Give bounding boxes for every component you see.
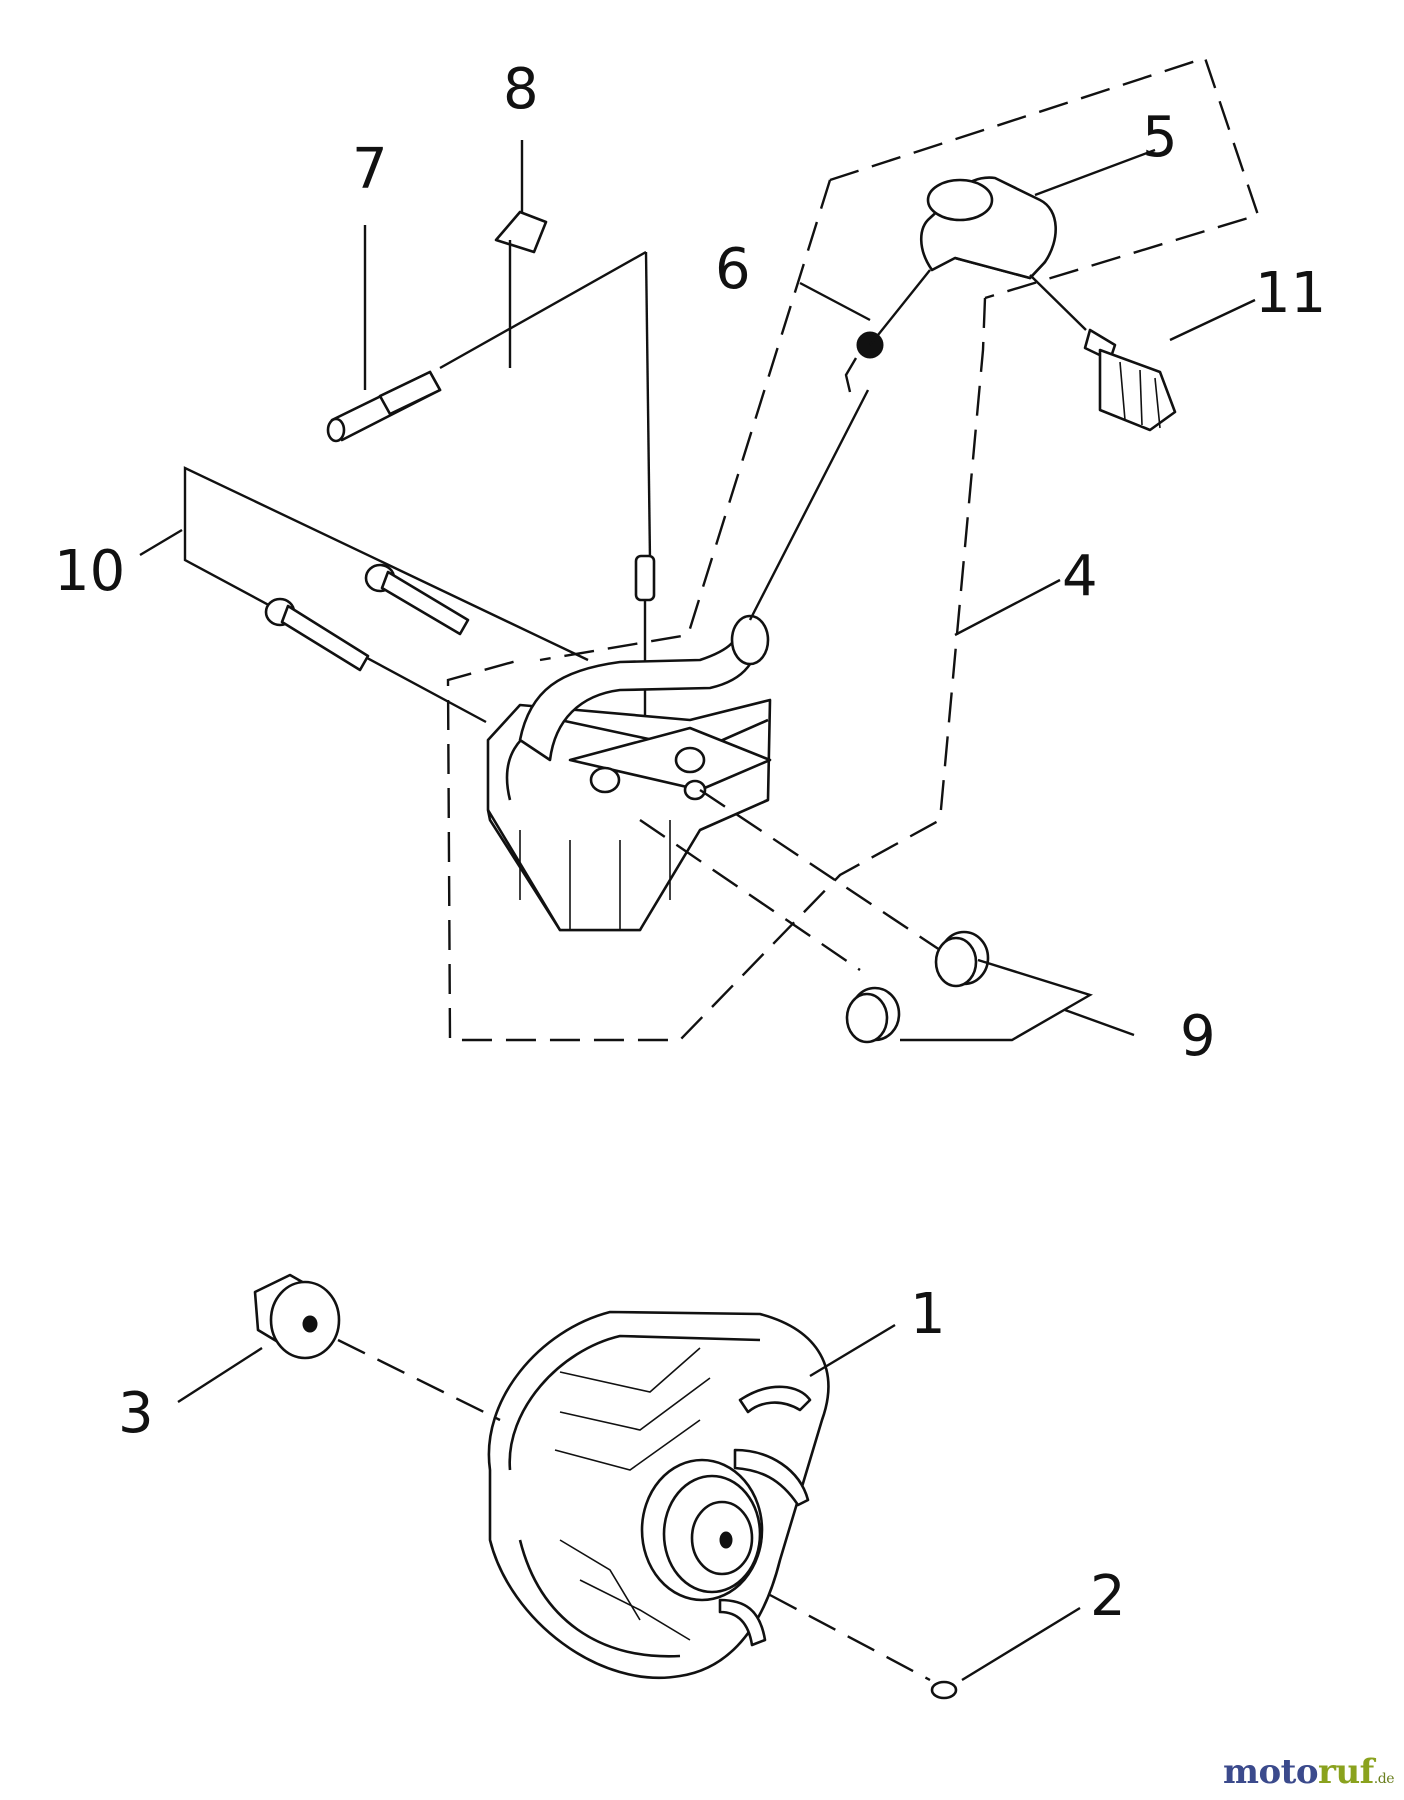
callout-2: 2 (1090, 1564, 1126, 1629)
callout-10: 10 (54, 539, 125, 604)
ignition-assembly-frame (446, 56, 1260, 1042)
callout-6: 6 (715, 237, 751, 302)
callout-7: 7 (352, 137, 388, 202)
ignition-coil-body (486, 389, 870, 932)
callout-9: 9 (1180, 1004, 1216, 1069)
spark-plug-boot-part-5 (919, 176, 1087, 331)
kill-wire (439, 250, 656, 760)
flywheel-part-1 (487, 1310, 830, 1679)
connector-spring-part-6 (844, 269, 931, 393)
nut-part-3 (253, 1273, 501, 1422)
callout-11: 11 (1255, 261, 1326, 326)
pin-part-7 (326, 370, 442, 443)
callout-4: 4 (1062, 544, 1098, 609)
callout-5: 5 (1142, 105, 1178, 170)
clip-part-8 (494, 140, 548, 368)
key-part-2 (769, 1593, 958, 1700)
callout-3: 3 (118, 1381, 154, 1446)
motoruf-logo: motoruf.de (1222, 1752, 1395, 1792)
spacers-part-9 (639, 789, 1135, 1044)
leader-lines (139, 148, 1256, 1682)
logo-text-moto: moto (1222, 1752, 1319, 1792)
callout-8: 8 (503, 57, 539, 122)
callout-1: 1 (910, 1282, 946, 1347)
spark-plug-part-11 (1083, 328, 1177, 432)
screws-part-10 (183, 466, 589, 724)
logo-suffix: .de (1373, 1771, 1395, 1787)
logo-text-ruf: ruf (1318, 1752, 1374, 1792)
